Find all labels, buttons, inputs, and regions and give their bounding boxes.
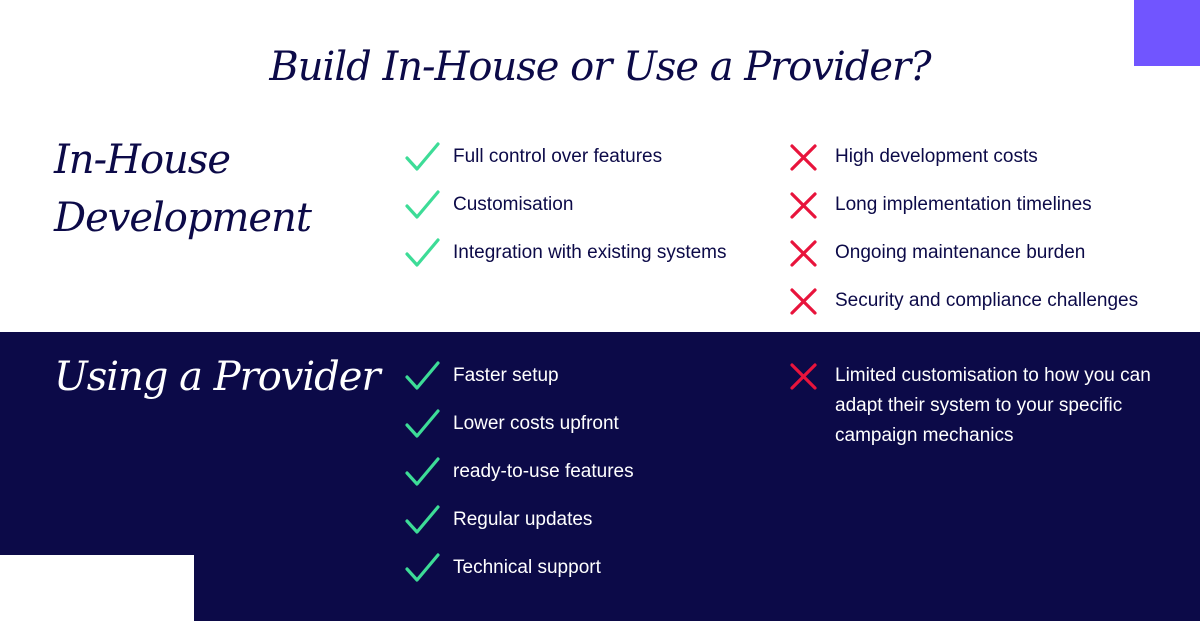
provider-heading: Using a Provider	[54, 354, 381, 400]
con-item: Long implementation timelines	[786, 188, 1138, 236]
pro-item: Faster setup	[404, 359, 634, 407]
pro-item: Customisation	[404, 188, 727, 236]
corner-block	[0, 555, 194, 621]
cross-icon	[790, 192, 817, 219]
accent-square	[1134, 0, 1200, 66]
provider-section	[0, 332, 1200, 621]
item-text: Ongoing maintenance burden	[835, 242, 1086, 263]
in-house-section	[0, 0, 1200, 332]
con-item: High development costs	[786, 140, 1138, 188]
con-item: Limited customisation to how you can ada…	[786, 359, 1165, 451]
check-icon	[405, 361, 440, 390]
pro-item: Full control over features	[404, 140, 727, 188]
item-text: ready-to-use features	[453, 461, 634, 482]
check-icon	[405, 553, 440, 582]
pro-item: Lower costs upfront	[404, 407, 634, 455]
check-icon	[405, 142, 440, 171]
check-icon	[405, 457, 440, 486]
pro-item: Integration with existing systems	[404, 236, 727, 284]
item-text: Long implementation timelines	[835, 194, 1092, 215]
item-text: Customisation	[453, 194, 574, 215]
item-text: Integration with existing systems	[453, 242, 727, 263]
check-icon	[405, 409, 440, 438]
page-title: Build In-House or Use a Provider?	[269, 44, 931, 90]
item-text: Lower costs upfront	[453, 413, 619, 434]
item-text: Technical support	[453, 557, 601, 578]
cross-icon	[790, 240, 817, 267]
cross-icon	[790, 144, 817, 171]
item-text: Regular updates	[453, 509, 593, 530]
con-item: Ongoing maintenance burden	[786, 236, 1138, 284]
check-icon	[405, 190, 440, 219]
check-icon	[405, 505, 440, 534]
in-house-heading: In-House Development	[54, 137, 312, 241]
pro-item: ready-to-use features	[404, 455, 634, 503]
item-text: Security and compliance challenges	[835, 290, 1139, 311]
pro-item: Technical support	[404, 551, 634, 599]
item-text: High development costs	[835, 146, 1038, 167]
pro-item: Regular updates	[404, 503, 634, 551]
cross-icon	[790, 288, 817, 315]
cross-icon	[790, 363, 817, 390]
item-text: Limited customisation to how you can ada…	[835, 365, 1151, 446]
con-item: Security and compliance challenges	[786, 284, 1138, 332]
item-text: Faster setup	[453, 365, 559, 386]
provider-cons-list: Limited customisation to how you can ada…	[786, 359, 1165, 451]
item-text: Full control over features	[453, 146, 663, 167]
check-icon	[405, 238, 440, 267]
